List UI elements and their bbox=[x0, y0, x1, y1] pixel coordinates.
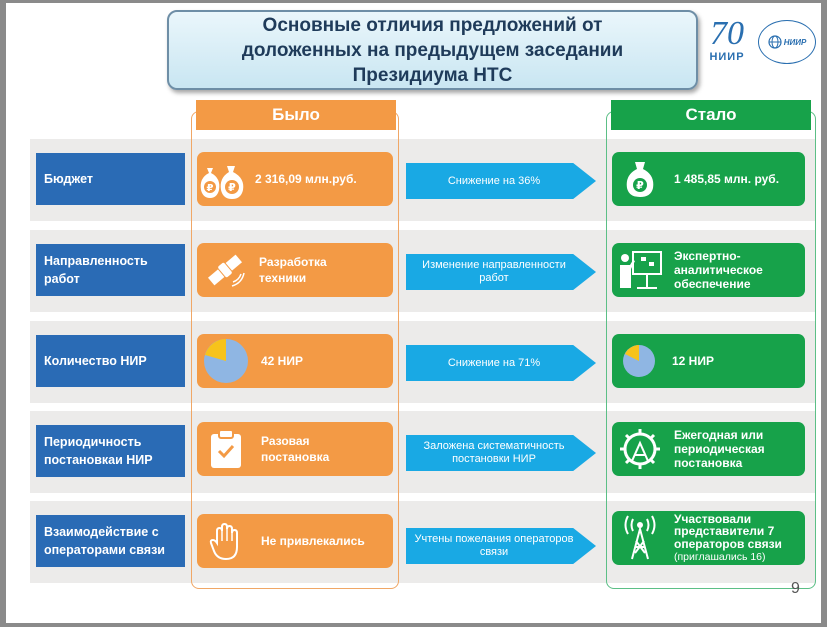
clipboard-check-icon bbox=[197, 429, 255, 469]
category-interaction: Взаимодействие с операторами связи bbox=[36, 515, 185, 567]
now-direction: Экспертно-аналитическое обеспечение bbox=[612, 243, 805, 297]
was-direction: Разработка техники bbox=[197, 243, 393, 297]
was-interaction-text: Не привлекались bbox=[261, 534, 365, 548]
pie-chart-icon bbox=[197, 337, 255, 385]
now-interaction-text-wrap: Участвовали представители 7 операторов с… bbox=[668, 511, 800, 564]
now-interaction-text: Участвовали представители 7 операторов с… bbox=[674, 511, 782, 551]
now-budget: ₽ 1 485,85 млн. руб. bbox=[612, 152, 805, 206]
change-periodicity: Заложена систематичность постановки НИР bbox=[406, 435, 596, 471]
category-count: Количество НИР bbox=[36, 335, 185, 387]
was-periodicity: Разовая постановка bbox=[197, 422, 393, 476]
anniversary-logo: 70 НИИР bbox=[700, 17, 754, 69]
svg-text:₽: ₽ bbox=[228, 182, 236, 194]
was-interaction: Не привлекались bbox=[197, 514, 393, 568]
now-column-header: Стало bbox=[611, 100, 811, 130]
was-direction-text: Разработка техники bbox=[259, 255, 327, 285]
now-periodicity: Ежегодная или периодическая постановка bbox=[612, 422, 805, 476]
change-count: Снижение на 71% bbox=[406, 345, 596, 381]
now-interaction: Участвовали представители 7 операторов с… bbox=[612, 511, 805, 565]
slide-title: Основные отличия предложений от доложенн… bbox=[167, 10, 698, 90]
pie-chart-small-icon bbox=[612, 344, 658, 378]
money-bags-icon: ₽ ₽ bbox=[197, 158, 249, 200]
was-budget: ₽ ₽ 2 316,09 млн.руб. bbox=[197, 152, 393, 206]
presenter-icon bbox=[612, 248, 668, 292]
anniversary-number: 70 bbox=[710, 15, 744, 52]
category-periodicity: Периодичность постановкаи НИР bbox=[36, 425, 185, 477]
globe-icon bbox=[768, 35, 782, 49]
title-line-2: доложенных на предыдущем заседании bbox=[241, 39, 624, 61]
now-count: 12 НИР bbox=[612, 334, 805, 388]
niir-logo-label: НИИР bbox=[783, 37, 807, 47]
now-count-text: 12 НИР bbox=[672, 354, 714, 368]
hand-stop-icon bbox=[197, 521, 255, 561]
now-interaction-note: (приглашались 16) bbox=[674, 551, 766, 563]
money-bag-icon: ₽ bbox=[612, 160, 668, 198]
was-count-text: 42 НИР bbox=[261, 354, 303, 368]
was-column-header: Было bbox=[196, 100, 396, 130]
title-line-1: Основные отличия предложений от bbox=[262, 14, 603, 36]
now-budget-text: 1 485,85 млн. руб. bbox=[674, 172, 780, 186]
now-periodicity-text: Ежегодная или периодическая постановка bbox=[674, 428, 765, 470]
radio-tower-icon bbox=[612, 515, 668, 561]
svg-text:₽: ₽ bbox=[636, 180, 644, 192]
niir-logo: НИИР bbox=[758, 20, 816, 64]
svg-text:₽: ₽ bbox=[207, 183, 214, 194]
was-periodicity-text: Разовая постановка bbox=[261, 434, 330, 464]
was-budget-text: 2 316,09 млн.руб. bbox=[255, 172, 357, 186]
was-count: 42 НИР bbox=[197, 334, 393, 388]
page-number: 9 bbox=[791, 580, 800, 597]
now-direction-text: Экспертно-аналитическое обеспечение bbox=[674, 249, 763, 291]
category-budget: Бюджет bbox=[36, 153, 185, 205]
change-budget: Снижение на 36% bbox=[406, 163, 596, 199]
change-interaction: Учтены пожелания операторов связи bbox=[406, 528, 596, 564]
monitoring-wheel-icon bbox=[612, 427, 668, 471]
slide: Основные отличия предложений от доложенн… bbox=[6, 3, 821, 623]
anniversary-label: НИИР bbox=[709, 51, 745, 63]
title-line-3: Президиума НТС bbox=[352, 64, 513, 86]
category-direction: Направленность работ bbox=[36, 244, 185, 296]
change-direction: Изменение направленности работ bbox=[406, 254, 596, 290]
satellite-icon bbox=[197, 248, 253, 292]
